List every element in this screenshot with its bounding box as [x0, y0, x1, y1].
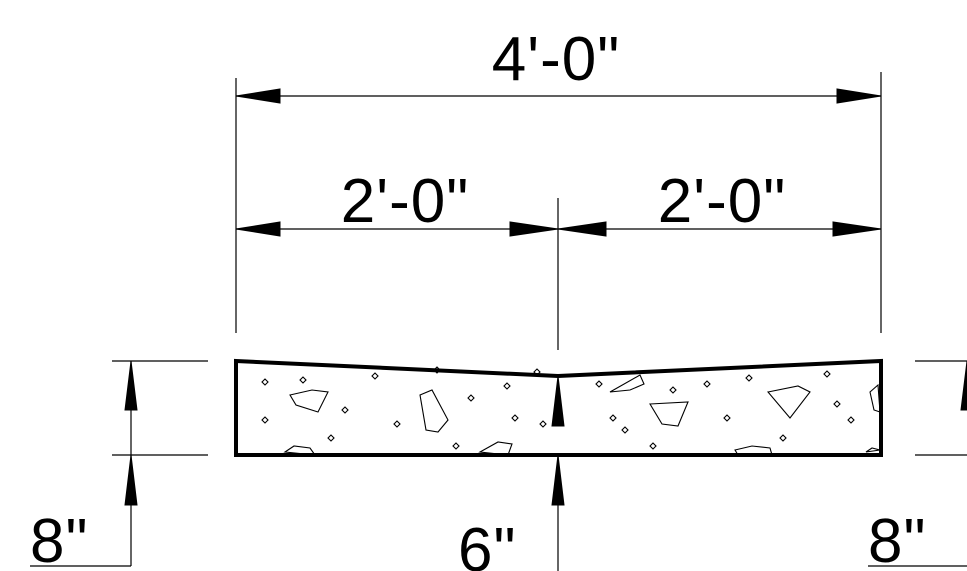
arrowhead-left-half-start [235, 221, 281, 237]
right-arrow-top [960, 360, 967, 411]
concrete-hatch [261, 366, 881, 456]
right-thickness-dimension: 8" [868, 360, 967, 571]
left-arrow-top [124, 360, 138, 411]
slab-outline [234, 358, 883, 457]
arrowhead-left-half-end [509, 221, 559, 237]
left-thickness-dimension: 8" [30, 360, 208, 571]
arrowhead-right-half-start [557, 221, 607, 237]
half-dimensions: 2'-0" 2'-0" [235, 167, 882, 350]
left-edge-thickness-label: 8" [30, 507, 89, 571]
arrowhead-left [235, 88, 281, 104]
right-half-width-label: 2'-0" [658, 167, 786, 236]
left-arrow-bottom [124, 454, 138, 506]
right-edge-thickness-label: 8" [868, 507, 927, 571]
overall-dimension: 4'-0" [235, 25, 882, 333]
left-half-width-label: 2'-0" [341, 167, 469, 236]
arrowhead-right-half-end [832, 221, 882, 237]
overall-width-label: 4'-0" [492, 25, 620, 94]
center-arrow-top [551, 375, 565, 427]
center-thickness-label: 6" [458, 516, 517, 571]
concrete-slab [234, 358, 883, 457]
arrowhead-right [836, 88, 882, 104]
center-thickness-dimension: 6" [458, 375, 565, 571]
